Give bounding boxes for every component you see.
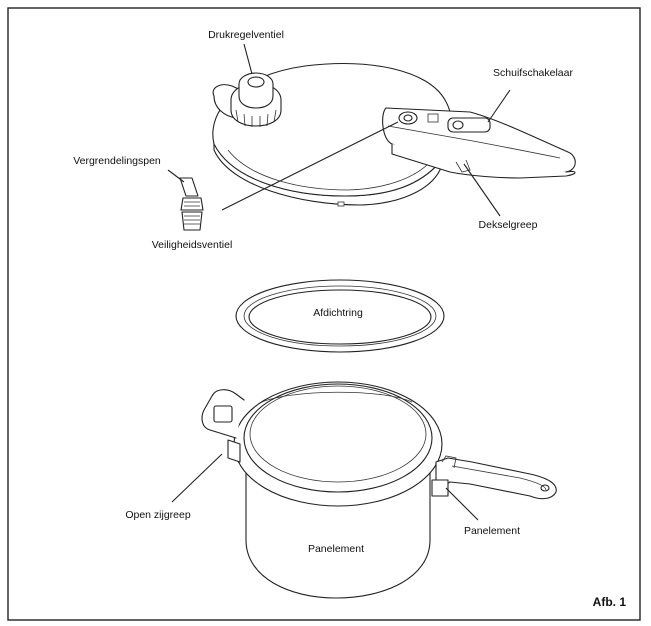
label-pan-element-center: Panelement <box>308 543 364 555</box>
label-safety-valve: Veiligheidsventiel <box>152 239 233 251</box>
label-sealing-ring: Afdichtring <box>313 307 363 319</box>
label-locking-pin: Vergrendelingspen <box>73 155 161 167</box>
locking-pin-part <box>180 178 203 210</box>
safety-valve-part <box>182 212 202 230</box>
label-slide-switch: Schuifschakelaar <box>493 67 573 79</box>
leader-locking-pin <box>168 170 184 182</box>
label-lid-handle: Dekselgreep <box>479 219 538 231</box>
cooker-pot <box>202 382 556 598</box>
leader-side-handle <box>172 454 222 502</box>
figure-caption: Afb. 1 <box>593 595 627 609</box>
label-side-handle: Open zijgreep <box>125 509 191 521</box>
leader-slide-switch <box>488 90 510 122</box>
label-pan-element-right: Panelement <box>464 525 520 537</box>
label-pressure-valve: Drukregelventiel <box>208 29 284 41</box>
leader-pan-element <box>446 488 478 520</box>
leader-pressure-valve <box>244 44 252 74</box>
